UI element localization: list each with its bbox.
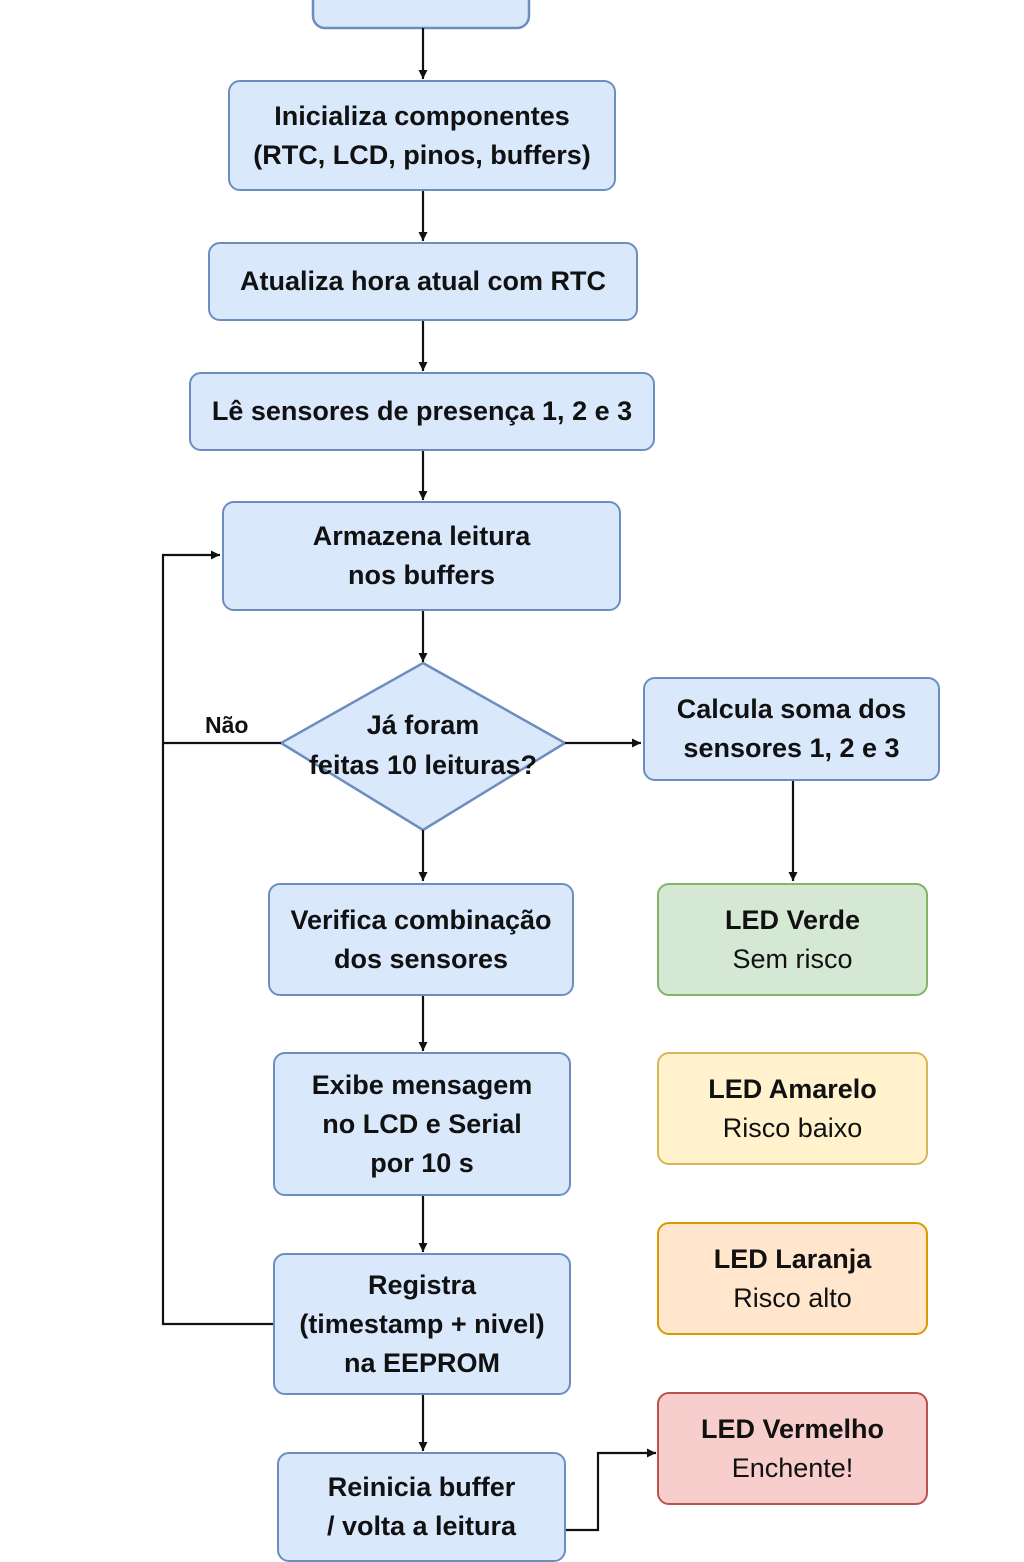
read-sensors-node: Lê sensores de presença 1, 2 e 3: [189, 372, 655, 451]
log-node: Registra (timestamp + nivel) na EEPROM: [273, 1253, 571, 1395]
arrow-reset-red: [566, 1448, 656, 1532]
led-red-node: LED Vermelho Enchente!: [657, 1392, 928, 1505]
init-node: Inicializa componentes (RTC, LCD, pinos,…: [228, 80, 616, 191]
loop-back-arrow: [161, 550, 273, 1326]
led-orange-node: LED Laranja Risco alto: [657, 1222, 928, 1335]
led-green-node: LED Verde Sem risco: [657, 883, 928, 996]
verify-node: Verifica combinação dos sensores: [268, 883, 574, 996]
start-node: [311, 0, 531, 30]
edge-label-no: Não: [205, 712, 249, 738]
decision-label: Já foram feitas 10 leituras?: [308, 710, 538, 780]
rtc-node: Atualiza hora atual com RTC: [208, 242, 638, 321]
display-node: Exibe mensagem no LCD e Serial por 10 s: [273, 1052, 571, 1196]
led-yellow-node: LED Amarelo Risco baixo: [657, 1052, 928, 1165]
reset-node: Reinicia buffer / volta a leitura: [277, 1452, 566, 1562]
store-node: Armazena leitura nos buffers: [222, 501, 621, 611]
sum-node: Calcula soma dos sensores 1, 2 e 3: [643, 677, 940, 781]
